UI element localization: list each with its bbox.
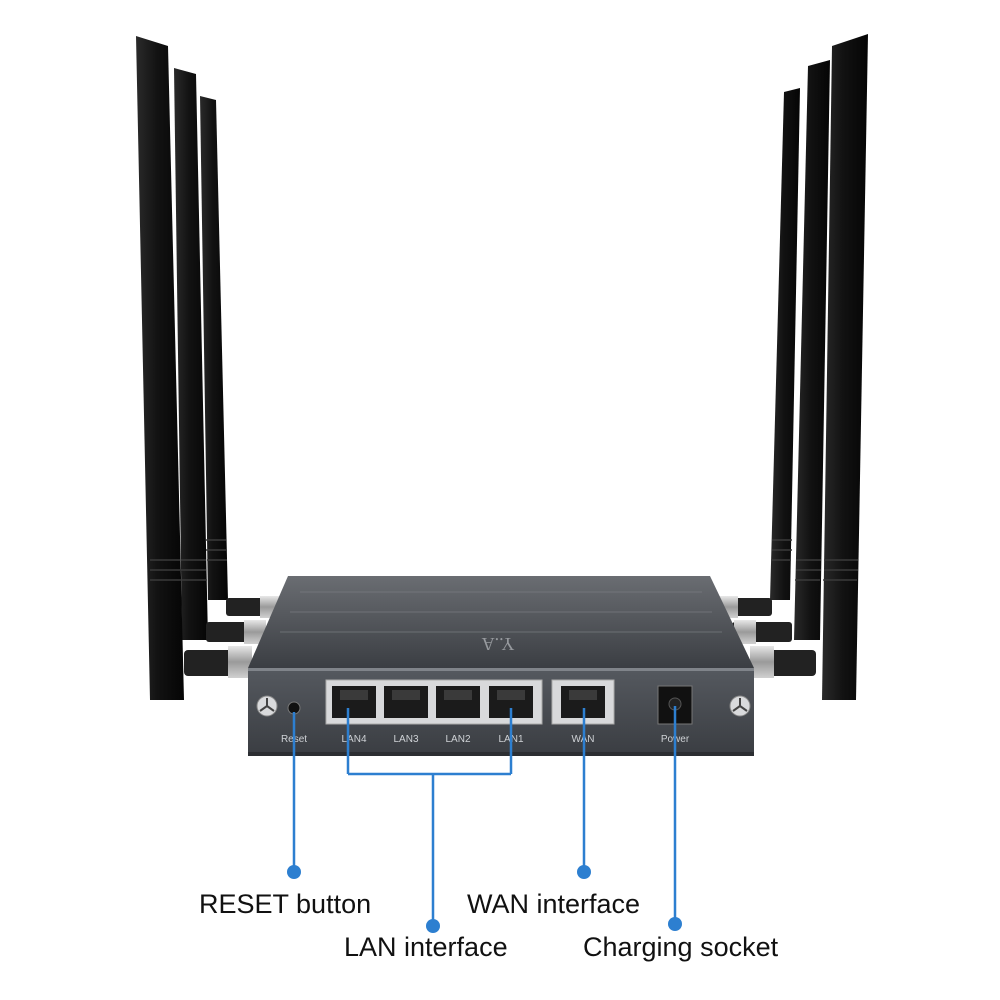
power-callout: Charging socket	[583, 932, 779, 962]
lan4-label: LAN4	[341, 734, 366, 745]
reset-callout: RESET button	[199, 889, 371, 919]
lan2-port[interactable]	[436, 686, 480, 718]
lan-port-group	[325, 679, 543, 725]
antenna-connectors	[184, 596, 816, 678]
screw-icon	[729, 695, 751, 717]
top-logo: Y..A	[482, 634, 515, 654]
wan-callout: WAN interface	[467, 889, 640, 919]
right-antennas	[770, 34, 868, 700]
callout-dots	[287, 865, 682, 933]
callout-lines	[292, 706, 677, 926]
screw-icon	[256, 695, 278, 717]
left-antennas	[136, 36, 228, 700]
lan3-port[interactable]	[384, 686, 428, 718]
router-body: Y..A	[248, 576, 754, 756]
lan-callout: LAN interface	[344, 932, 508, 962]
lan3-label: LAN3	[393, 734, 418, 745]
lan4-port[interactable]	[332, 686, 376, 718]
wan-port[interactable]	[551, 679, 615, 725]
lan2-label: LAN2	[445, 734, 470, 745]
